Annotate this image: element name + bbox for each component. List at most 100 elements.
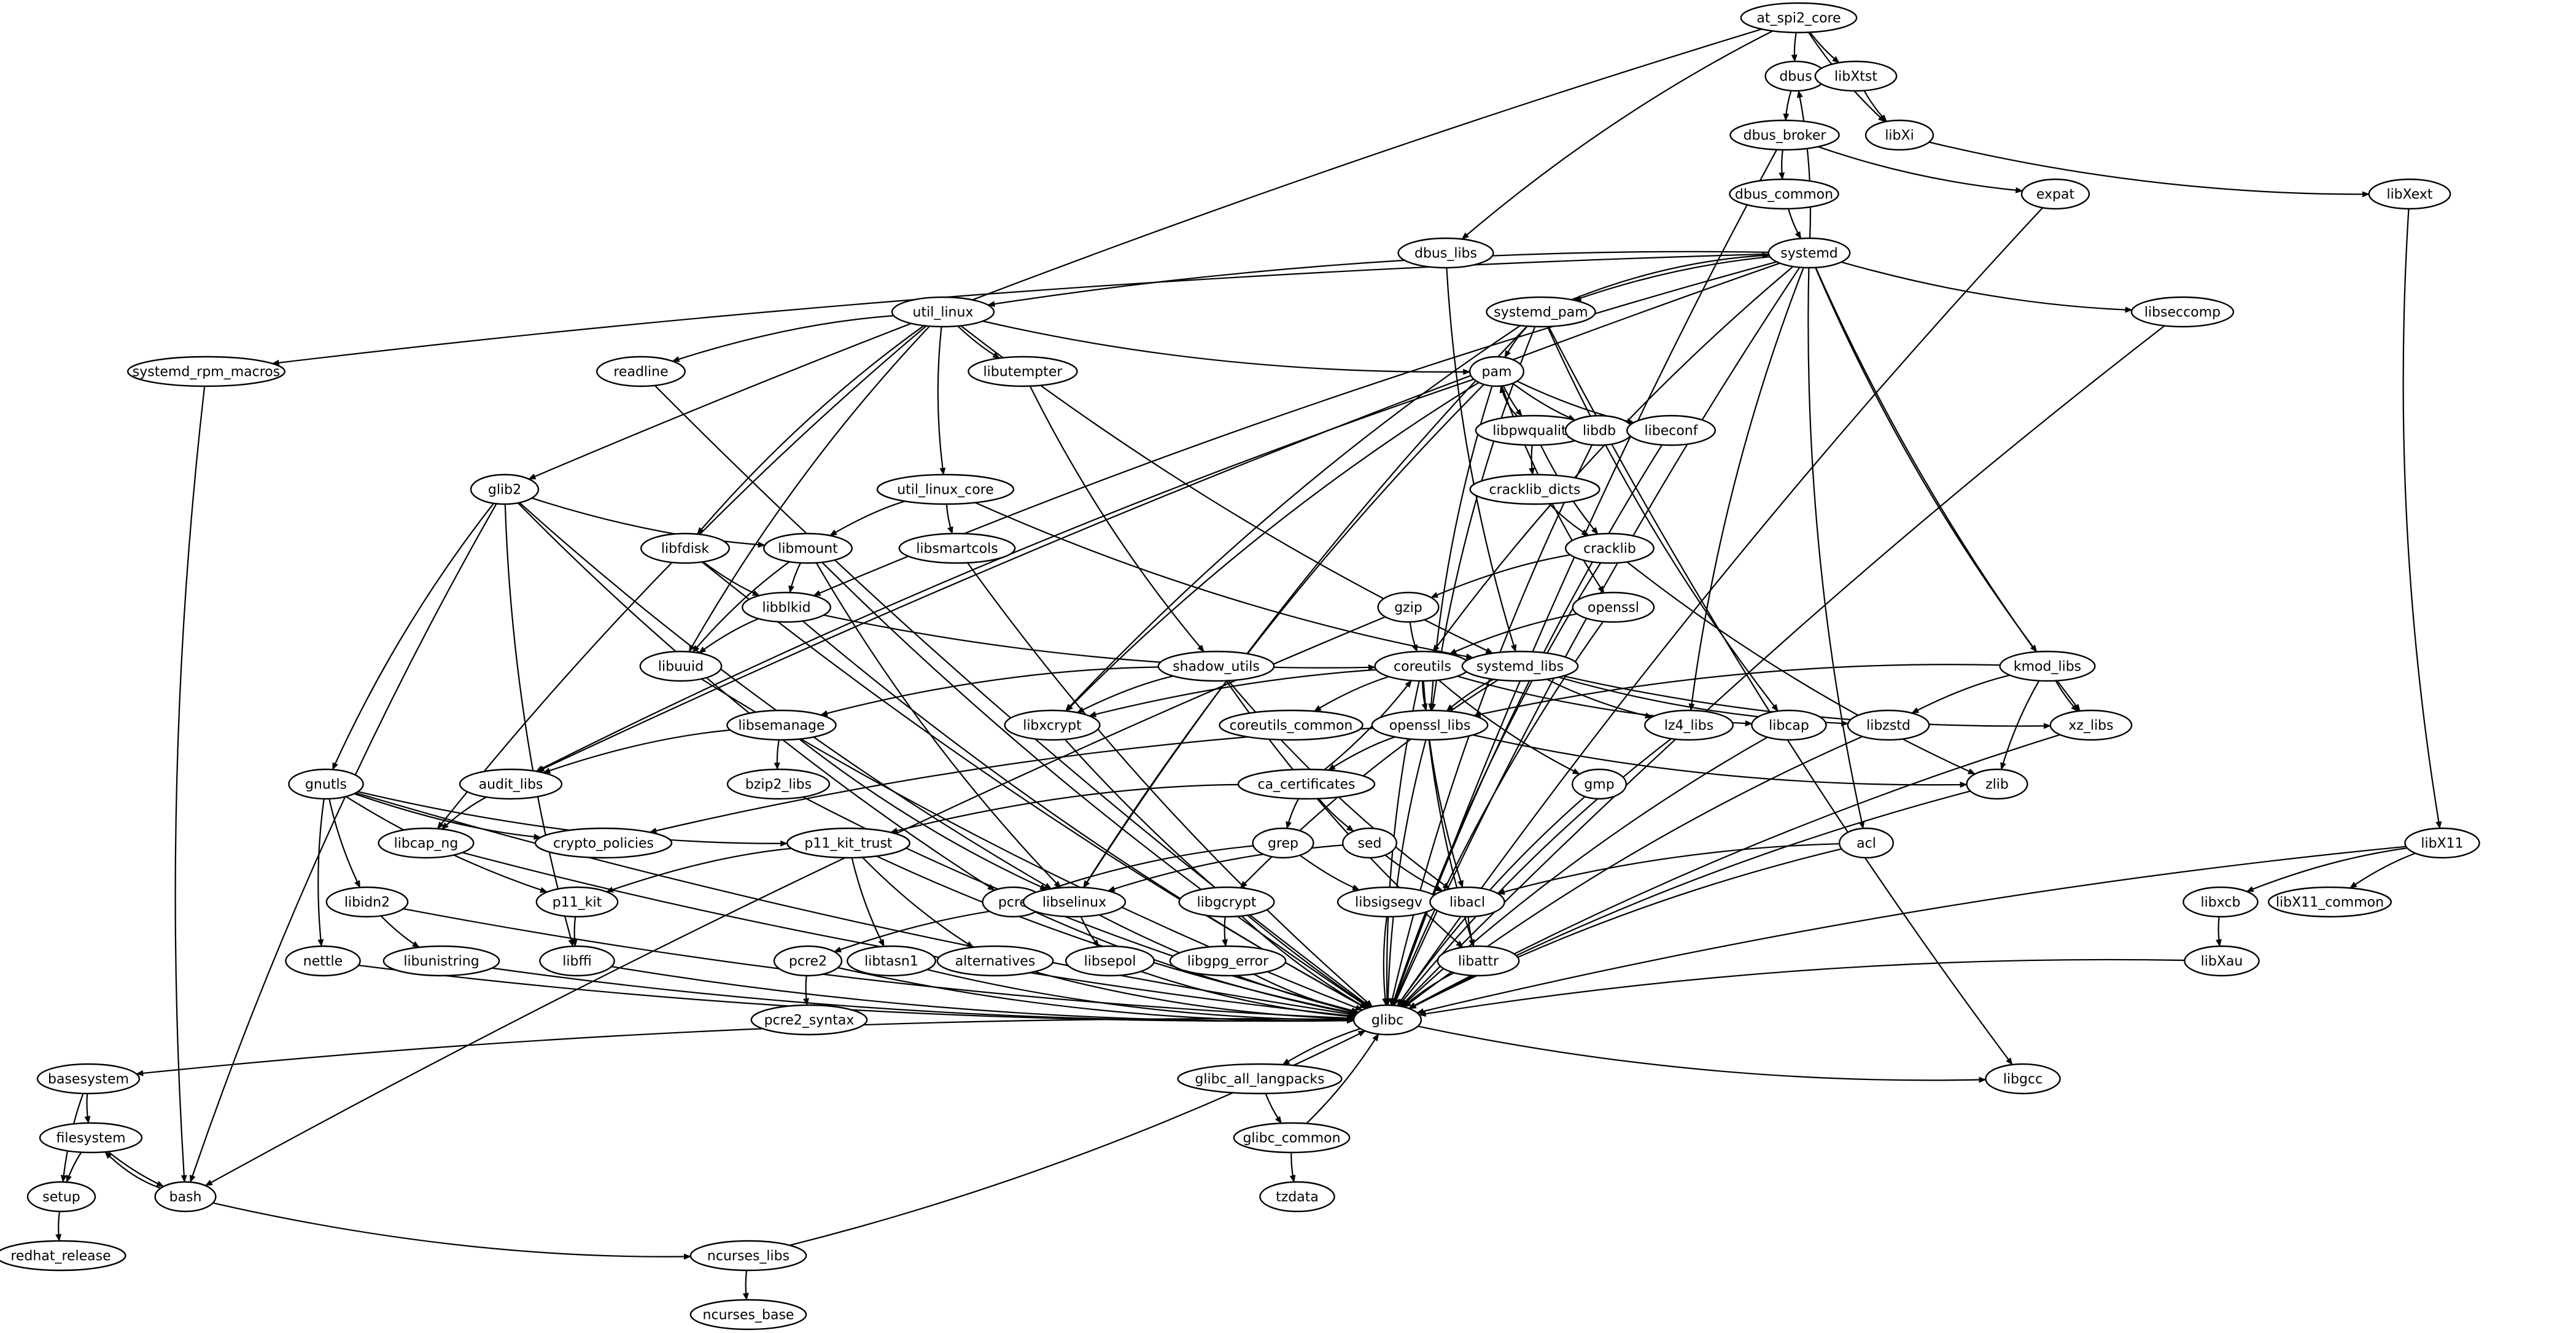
node-label: libsmartcols [916, 542, 998, 557]
node-glibc[interactable]: glibc [1352, 1004, 1422, 1036]
edge-openssl_libs-to-glibc [1384, 739, 1427, 1006]
node-systemd_rpm_macros[interactable]: systemd_rpm_macros [126, 356, 286, 387]
edge-glibc-to-libgcc [1418, 1025, 1987, 1083]
node-libcap_ng[interactable]: libcap_ng [378, 827, 475, 859]
node-nettle[interactable]: nettle [285, 945, 361, 977]
node-libXi[interactable]: libXi [1864, 119, 1934, 151]
node-libeconf[interactable]: libeconf [1626, 414, 1716, 446]
node-label: crypto_policies [553, 836, 654, 852]
node-readline[interactable]: readline [596, 356, 686, 387]
node-systemd[interactable]: systemd [1767, 237, 1851, 269]
edge-systemd-to-dbus [1796, 90, 1812, 239]
node-openssl_libs[interactable]: openssl_libs [1371, 709, 1489, 741]
node-dbus_broker[interactable]: dbus_broker [1729, 119, 1840, 151]
edge-ca_certificates-to-sed [1318, 798, 1354, 832]
node-libseccomp[interactable]: libseccomp [2130, 296, 2235, 328]
node-tzdata[interactable]: tzdata [1259, 1181, 1335, 1213]
edge-grep-to-pcre [1037, 845, 1254, 895]
node-crypto_policies[interactable]: crypto_policies [534, 827, 673, 859]
node-util_linux_core[interactable]: util_linux_core [876, 473, 1015, 505]
node-ca_certificates[interactable]: ca_certificates [1237, 768, 1376, 800]
node-coreutils_common[interactable]: coreutils_common [1219, 709, 1364, 741]
node-glib2[interactable]: glib2 [470, 473, 540, 505]
node-libsepol[interactable]: libsepol [1065, 945, 1155, 977]
node-libutempter[interactable]: libutempter [968, 356, 1078, 387]
node-ellipse [1177, 1063, 1343, 1095]
node-basesystem[interactable]: basesystem [36, 1063, 141, 1095]
node-libblkid[interactable]: libblkid [741, 591, 831, 623]
node-libXext[interactable]: libXext [2368, 178, 2451, 210]
node-p11_kit_trust[interactable]: p11_kit_trust [786, 827, 910, 859]
node-libacl[interactable]: libacl [1429, 886, 1505, 918]
node-libX11_common[interactable]: libX11_common [2267, 886, 2392, 918]
node-libselinux[interactable]: libselinux [1022, 886, 1127, 918]
edge-dbus_common-to-systemd [1787, 208, 1802, 239]
node-libxcrypt[interactable]: libxcrypt [1004, 709, 1101, 741]
edge-at_spi2_core-to-glib2 [528, 28, 1762, 480]
node-pcre2_syntax[interactable]: pcre2_syntax [750, 1004, 868, 1036]
node-ellipse [2184, 945, 2260, 977]
node-dbus_common[interactable]: dbus_common [1729, 178, 1839, 210]
node-gnutls[interactable]: gnutls [288, 768, 364, 800]
node-ncurses_libs[interactable]: ncurses_libs [689, 1240, 807, 1272]
node-p11_kit[interactable]: p11_kit [535, 886, 619, 918]
node-ellipse [1352, 1004, 1422, 1036]
node-libgpg_error[interactable]: libgpg_error [1169, 945, 1287, 977]
node-util_linux[interactable]: util_linux [891, 296, 995, 328]
node-kmod_libs[interactable]: kmod_libs [1999, 650, 2096, 682]
node-cracklib[interactable]: cracklib [1564, 532, 1655, 564]
node-libsigsegv[interactable]: libsigsegv [1336, 886, 1441, 918]
node-coreutils[interactable]: coreutils [1374, 650, 1471, 682]
node-gmp[interactable]: gmp [1571, 768, 1627, 800]
node-libX11[interactable]: libX11 [2404, 827, 2480, 859]
node-audit_libs[interactable]: audit_libs [459, 768, 563, 800]
node-libcap[interactable]: libcap [1751, 709, 1827, 741]
node-libsmartcols[interactable]: libsmartcols [898, 532, 1016, 564]
node-bash[interactable]: bash [154, 1181, 217, 1213]
node-lz4_libs[interactable]: lz4_libs [1643, 709, 1734, 741]
node-libdb[interactable]: libdb [1564, 414, 1634, 446]
node-ncurses_base[interactable]: ncurses_base [689, 1299, 807, 1331]
node-libpwquality[interactable]: libpwquality [1475, 414, 1593, 446]
node-grep[interactable]: grep [1252, 827, 1314, 859]
node-acl[interactable]: acl [1838, 827, 1894, 859]
node-alternatives[interactable]: alternatives [936, 945, 1054, 977]
node-libffi[interactable]: libffi [539, 945, 615, 977]
node-glibc_common[interactable]: glibc_common [1233, 1122, 1351, 1154]
node-shadow_utils[interactable]: shadow_utils [1157, 650, 1275, 682]
node-libgcrypt[interactable]: libgcrypt [1178, 886, 1275, 918]
node-redhat_release[interactable]: redhat_release [0, 1240, 126, 1272]
node-openssl[interactable]: openssl [1572, 591, 1655, 623]
node-libuuid[interactable]: libuuid [639, 650, 723, 682]
node-setup[interactable]: setup [26, 1181, 96, 1213]
edge-libseccomp-to-glibc [1400, 325, 2165, 1007]
node-libxcb[interactable]: libxcb [2182, 886, 2259, 918]
node-systemd_pam[interactable]: systemd_pam [1486, 296, 1596, 328]
node-xz_libs[interactable]: xz_libs [2049, 709, 2133, 741]
node-gzip[interactable]: gzip [1377, 591, 1440, 623]
node-zlib[interactable]: zlib [1966, 768, 2028, 800]
node-systemd_libs[interactable]: systemd_libs [1461, 650, 1579, 682]
node-libsemanage[interactable]: libsemanage [726, 709, 837, 741]
node-libidn2[interactable]: libidn2 [325, 886, 409, 918]
node-libgcc[interactable]: libgcc [1985, 1063, 2061, 1095]
node-libattr[interactable]: libattr [1437, 945, 1520, 977]
node-expat[interactable]: expat [2020, 178, 2090, 210]
node-at_spi2_core[interactable]: at_spi2_core [1740, 2, 1858, 34]
node-sed[interactable]: sed [1341, 827, 1397, 859]
node-label: libX11_common [2276, 895, 2384, 911]
node-libXau[interactable]: libXau [2184, 945, 2260, 977]
node-pam[interactable]: pam [1468, 356, 1524, 387]
node-glibc_all_langpacks[interactable]: glibc_all_langpacks [1177, 1063, 1343, 1095]
node-libfdisk[interactable]: libfdisk [640, 532, 730, 564]
node-cracklib_dicts[interactable]: cracklib_dicts [1469, 473, 1600, 505]
node-filesystem[interactable]: filesystem [39, 1122, 143, 1154]
node-libtasn1[interactable]: libtasn1 [846, 945, 936, 977]
node-bzip2_libs[interactable]: bzip2_libs [726, 768, 831, 800]
node-pcre2[interactable]: pcre2 [773, 945, 843, 977]
node-libmount[interactable]: libmount [762, 532, 853, 564]
node-libunistring[interactable]: libunistring [382, 945, 500, 977]
node-libXtst[interactable]: libXtst [1814, 60, 1898, 92]
node-libzstd[interactable]: libzstd [1847, 709, 1930, 741]
node-dbus_libs[interactable]: dbus_libs [1397, 237, 1494, 269]
